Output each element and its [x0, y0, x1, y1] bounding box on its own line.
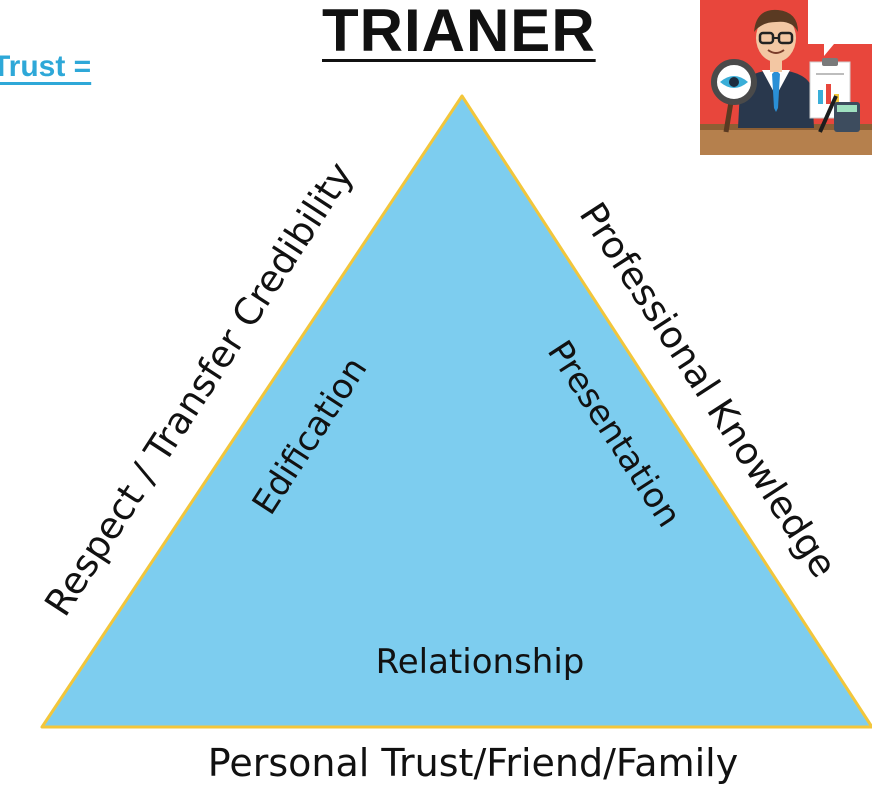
trust-link[interactable]: Trust =: [0, 50, 92, 83]
outer-bottom-label: Personal Trust/Friend/Family: [207, 741, 739, 785]
trust-triangle: [40, 94, 872, 729]
page-title: TRIANER: [322, 0, 596, 64]
inner-bottom-label: Relationship: [375, 642, 585, 682]
trainer-illustration-icon: [700, 0, 872, 155]
